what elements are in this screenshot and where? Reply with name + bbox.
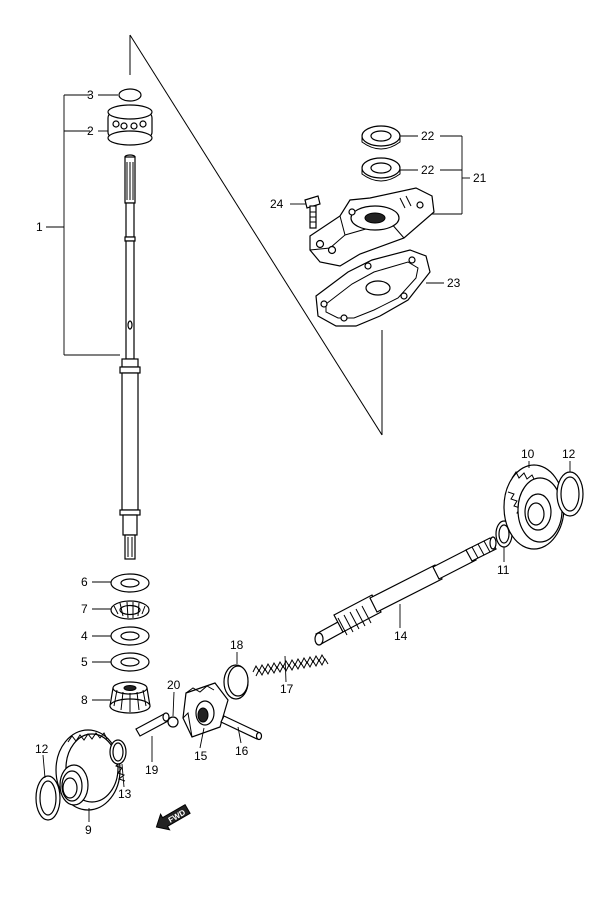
pinion-gear-8-part	[109, 681, 151, 714]
ball-20-part	[167, 716, 179, 728]
gasket-23-part	[315, 249, 431, 327]
callout-3: 3	[87, 88, 94, 102]
thrust-bearing-7-part	[110, 600, 150, 620]
callout-14: 14	[394, 629, 408, 643]
bolt-24-part	[304, 195, 321, 229]
callout-8: 8	[81, 693, 88, 707]
shim-12-lower-part	[35, 775, 61, 821]
callout-22-upper: 22	[421, 129, 435, 143]
oil-seal-22-lower-part	[361, 157, 401, 182]
drive-shaft-assembly	[107, 88, 153, 560]
callout-11: 11	[497, 563, 510, 577]
shim-5-part	[110, 652, 150, 672]
pin-19-part	[135, 712, 170, 737]
cross-pin-16-part	[220, 715, 263, 741]
callout-18: 18	[230, 638, 244, 652]
callout-19: 19	[145, 763, 159, 777]
circlip-part	[118, 88, 142, 102]
callout-2: 2	[87, 124, 94, 138]
leader-lines	[42, 94, 571, 822]
forward-gear-9-part	[55, 729, 126, 811]
callout-4: 4	[81, 629, 88, 643]
callout-20: 20	[167, 678, 181, 692]
reverse-gear-10-part	[503, 464, 565, 550]
spring-17-part	[252, 653, 329, 677]
oil-seal-22-upper-part	[361, 125, 401, 150]
callout-7: 7	[81, 602, 88, 616]
callout-12-upper: 12	[562, 447, 576, 461]
seal-housing-21-part	[309, 187, 435, 267]
clutch-dog-15-part	[182, 682, 229, 738]
drive-shaft-part	[119, 154, 141, 560]
callout-5: 5	[81, 655, 88, 669]
callout-22-lower: 22	[421, 163, 435, 177]
callout-10: 10	[521, 447, 535, 461]
callout-16: 16	[235, 744, 249, 758]
callout-13: 13	[118, 787, 132, 801]
ball-bearing-part	[107, 104, 153, 146]
washer-6-part	[110, 573, 150, 593]
callout-17: 17	[280, 682, 294, 696]
spring-ring-18-part	[223, 664, 249, 700]
reverse-gear-group	[495, 464, 584, 550]
clutch-group	[135, 664, 263, 741]
callout-23: 23	[447, 276, 461, 290]
callout-labels: 1 2 3 6 7 4 5 8 12 9 13 19 20 15 16 18 1…	[35, 88, 576, 837]
callout-24: 24	[270, 197, 284, 211]
callout-9: 9	[85, 823, 92, 837]
propeller-shaft-14-part	[314, 536, 497, 646]
water-pump-group	[304, 125, 435, 327]
callout-12-lower: 12	[35, 742, 49, 756]
pinion-stack	[109, 573, 151, 714]
washer-4-part	[110, 626, 150, 646]
callout-1: 1	[36, 220, 43, 234]
callout-21: 21	[473, 171, 487, 185]
callout-15: 15	[194, 749, 208, 763]
shim-12-upper-part	[556, 471, 584, 517]
inset-frame-lines	[129, 34, 383, 436]
forward-gear-group	[35, 729, 127, 821]
fwd-arrow-icon: FWD	[155, 803, 191, 831]
ring-13-part	[109, 739, 127, 765]
callout-6: 6	[81, 575, 88, 589]
